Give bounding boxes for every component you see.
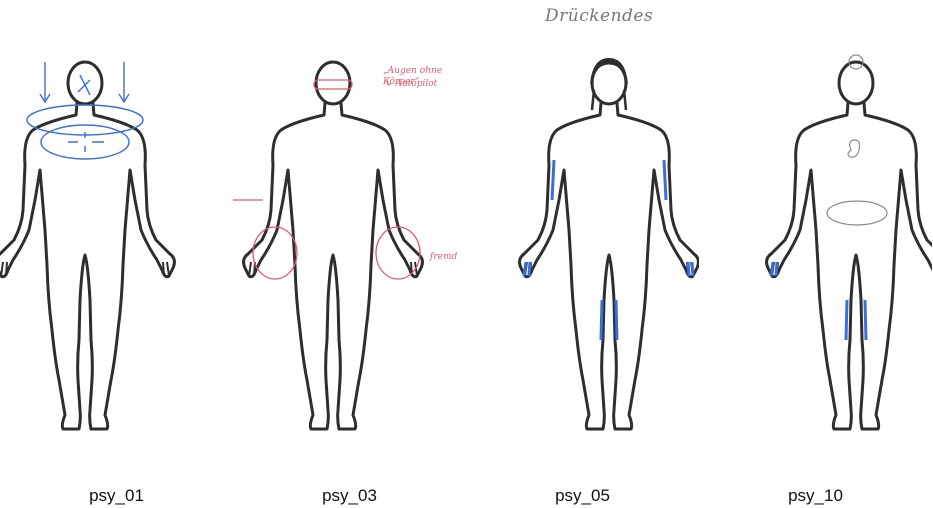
- figure-caption: psy_01: [0, 486, 233, 506]
- figure-caption: psy_05: [466, 486, 699, 506]
- autopilot-note: ↳ Autopilot: [385, 79, 437, 90]
- panel-psy-10: psy_10: [699, 0, 932, 508]
- figure-caption: psy_03: [233, 486, 466, 506]
- grey-markings: [827, 55, 887, 225]
- panel-psy-05: psy_05: [466, 0, 699, 508]
- body-outline-figure: [0, 0, 233, 508]
- body-outline-figure: [699, 0, 932, 508]
- panel-psy-01: psy_01: [0, 0, 233, 508]
- panel-psy-03: „Augen ohne Körper“ ↳ Autopilot fremd ps…: [233, 0, 466, 508]
- red-markings: [233, 80, 420, 279]
- blue-pressure-markings: [27, 62, 143, 159]
- body-outline-figure: [466, 0, 699, 508]
- foreign-note: fremd: [430, 252, 457, 263]
- figure-caption: psy_10: [699, 486, 932, 506]
- hair-marking: [590, 58, 628, 85]
